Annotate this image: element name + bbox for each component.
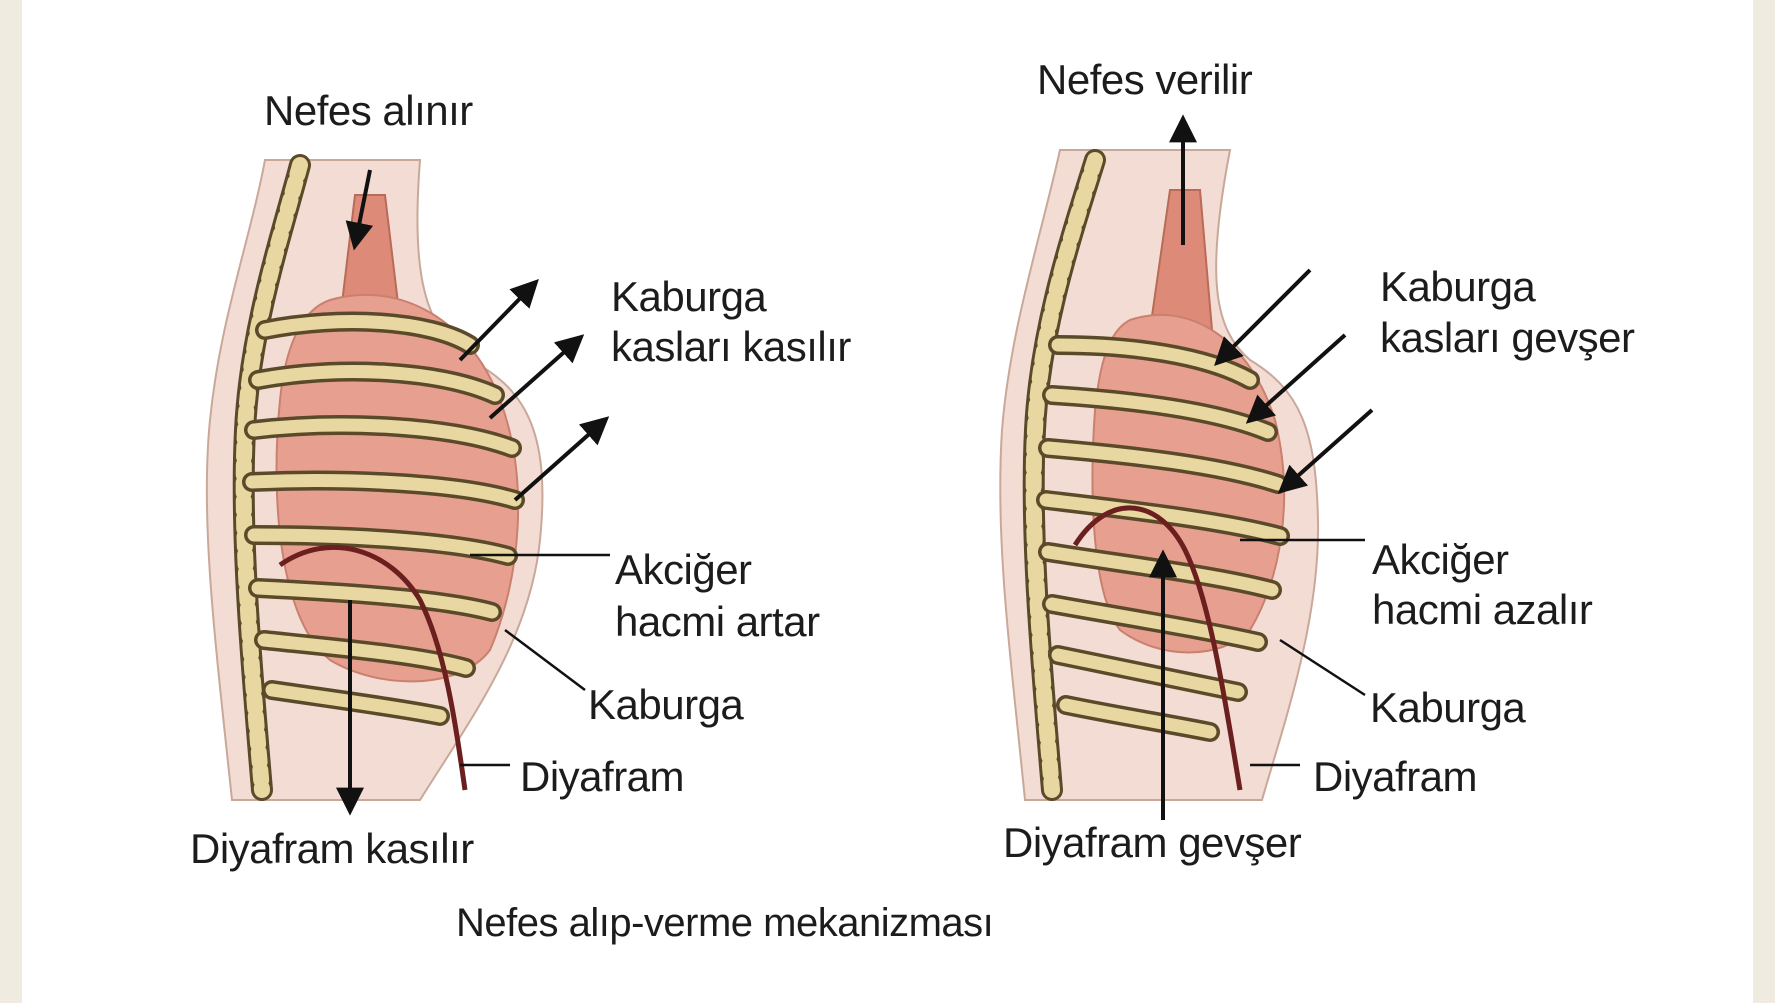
inhale-air-label: Nefes alınır bbox=[264, 86, 473, 136]
inhale-lung-line2: hacmi artar bbox=[615, 597, 820, 647]
inhale-rib-muscles-line1: Kaburga bbox=[611, 272, 766, 322]
exhale-lung-line1: Akciğer bbox=[1372, 535, 1509, 585]
exhale-diaphragm-label: Diyafram bbox=[1313, 752, 1477, 802]
exhale-rib-muscles-line1: Kaburga bbox=[1380, 262, 1535, 312]
inhale-rib-label: Kaburga bbox=[588, 680, 743, 730]
exhale-diaphragm-action: Diyafram gevşer bbox=[1003, 818, 1301, 868]
exhale-rib-label: Kaburga bbox=[1370, 683, 1525, 733]
exhale-air-label: Nefes verilir bbox=[1037, 55, 1252, 105]
exhale-illustration bbox=[1000, 120, 1372, 820]
inhale-rib-muscles-line2: kasları kasılır bbox=[611, 322, 851, 372]
inhale-diaphragm-action: Diyafram kasılır bbox=[190, 824, 474, 874]
inhale-illustration bbox=[207, 160, 610, 810]
diagram-caption: Nefes alıp-verme mekanizması bbox=[456, 898, 993, 948]
inhale-lung-line1: Akciğer bbox=[615, 545, 752, 595]
exhale-lung-line2: hacmi azalır bbox=[1372, 585, 1592, 635]
exhale-rib-muscles-line2: kasları gevşer bbox=[1380, 313, 1634, 363]
inhale-diaphragm-label: Diyafram bbox=[520, 752, 684, 802]
